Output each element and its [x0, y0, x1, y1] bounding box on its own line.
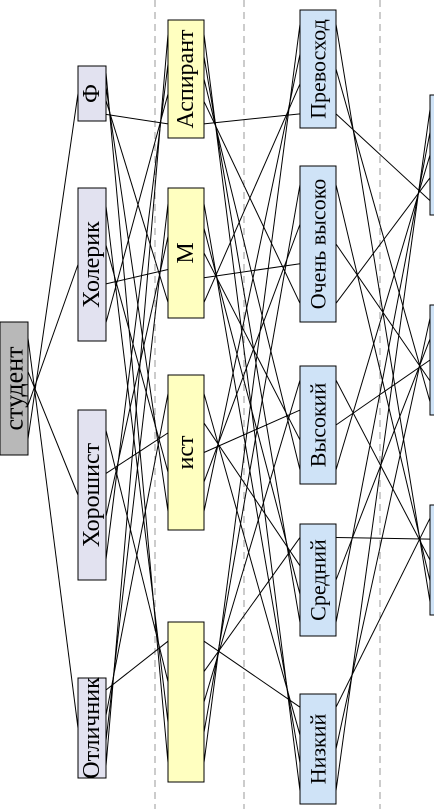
- connection-line: [203, 409, 301, 453]
- node-box: [299, 365, 337, 485]
- node-label: Превосход: [306, 19, 331, 119]
- node-label: Высокий: [306, 383, 331, 468]
- level1-node-4: Ф: [77, 65, 107, 122]
- connection-line: [203, 224, 301, 483]
- connection-line: [105, 100, 169, 303]
- connection-line: [105, 93, 169, 323]
- connection-line: [105, 203, 169, 741]
- connection-line: [105, 72, 169, 763]
- node-label: Ф: [79, 84, 105, 103]
- node-label: студент: [0, 347, 29, 431]
- connection-line: [335, 68, 431, 402]
- level1-node-1: Отличник: [77, 677, 107, 779]
- connection-line: [335, 177, 431, 304]
- connection-line: [335, 24, 431, 602]
- connection-line: [105, 86, 169, 512]
- connection-line: [203, 78, 301, 470]
- node-box: [77, 677, 107, 779]
- node-box: [299, 9, 337, 129]
- connection-line: [335, 113, 431, 201]
- node-box: [429, 304, 434, 416]
- connection-line: [203, 101, 301, 304]
- node-box: [167, 374, 205, 531]
- node-box: [299, 693, 337, 805]
- level3-node-5: Превосход: [299, 9, 337, 129]
- connection-lines: [27, 24, 431, 791]
- level2-node-4: Аспирант: [167, 19, 205, 139]
- connection-line: [105, 34, 169, 767]
- connection-line: [27, 93, 79, 440]
- connection-line: [335, 132, 431, 623]
- connection-line: [335, 359, 431, 426]
- connection-line: [27, 371, 79, 496]
- connection-line: [203, 252, 301, 441]
- node-box: [167, 19, 205, 139]
- node-label: ист: [173, 435, 199, 469]
- node-label: Аспирант: [173, 29, 199, 129]
- connection-line: [203, 393, 301, 736]
- level2-node-3: М: [167, 187, 205, 319]
- node-box: [77, 187, 107, 342]
- connection-line: [335, 536, 431, 540]
- node-label: Хорошист: [79, 442, 105, 547]
- level4-node-1: [429, 504, 434, 616]
- connection-line: [203, 422, 301, 567]
- level2-node-2: ист: [167, 374, 205, 531]
- node-label: Низкий: [306, 713, 331, 784]
- level-dividers: [154, 0, 381, 809]
- connection-line: [203, 113, 301, 125]
- node-box: [299, 165, 337, 323]
- node-box: [0, 321, 29, 456]
- level2-node-1: [167, 621, 205, 783]
- connection-line: [203, 203, 301, 764]
- connection-line: [335, 109, 431, 791]
- connection-line: [203, 640, 301, 708]
- connection-line: [203, 53, 301, 512]
- connection-line: [335, 184, 431, 582]
- node-box: [77, 409, 107, 581]
- level1-node-2: Хорошист: [77, 409, 107, 581]
- node-label: Очень высоко: [306, 179, 331, 310]
- level3-node-4: Очень высоко: [299, 165, 337, 323]
- node-label: Холерик: [79, 221, 105, 308]
- level4-node-3: [429, 94, 434, 216]
- connection-line: [105, 63, 169, 560]
- connection-line: [203, 263, 301, 279]
- node-box: [77, 65, 107, 122]
- node-box: [167, 187, 205, 319]
- connection-line: [203, 56, 301, 623]
- connection-line: [105, 113, 169, 125]
- level3-node-3: Высокий: [299, 365, 337, 485]
- node-label: М: [173, 242, 199, 263]
- level1-node-3: Холерик: [77, 187, 107, 342]
- node-box: [167, 621, 205, 783]
- node-label: Отличник: [79, 677, 105, 779]
- node-label: Средний: [306, 539, 331, 621]
- connection-line: [203, 83, 301, 303]
- level4-node-2: [429, 304, 434, 416]
- connection-line: [203, 24, 301, 763]
- connection-line: [203, 34, 301, 791]
- root-node-1: студент: [0, 321, 29, 456]
- connection-line: [105, 268, 169, 285]
- connection-line: [105, 206, 169, 723]
- level3-node-1: Низкий: [299, 693, 337, 805]
- level3-node-2: Средний: [299, 523, 337, 637]
- connection-line: [27, 337, 79, 729]
- connection-line: [335, 379, 431, 561]
- node-box: [429, 504, 434, 616]
- connection-line: [203, 380, 301, 703]
- node-box: [429, 94, 434, 216]
- connection-line: [105, 236, 169, 517]
- node-box: [299, 523, 337, 637]
